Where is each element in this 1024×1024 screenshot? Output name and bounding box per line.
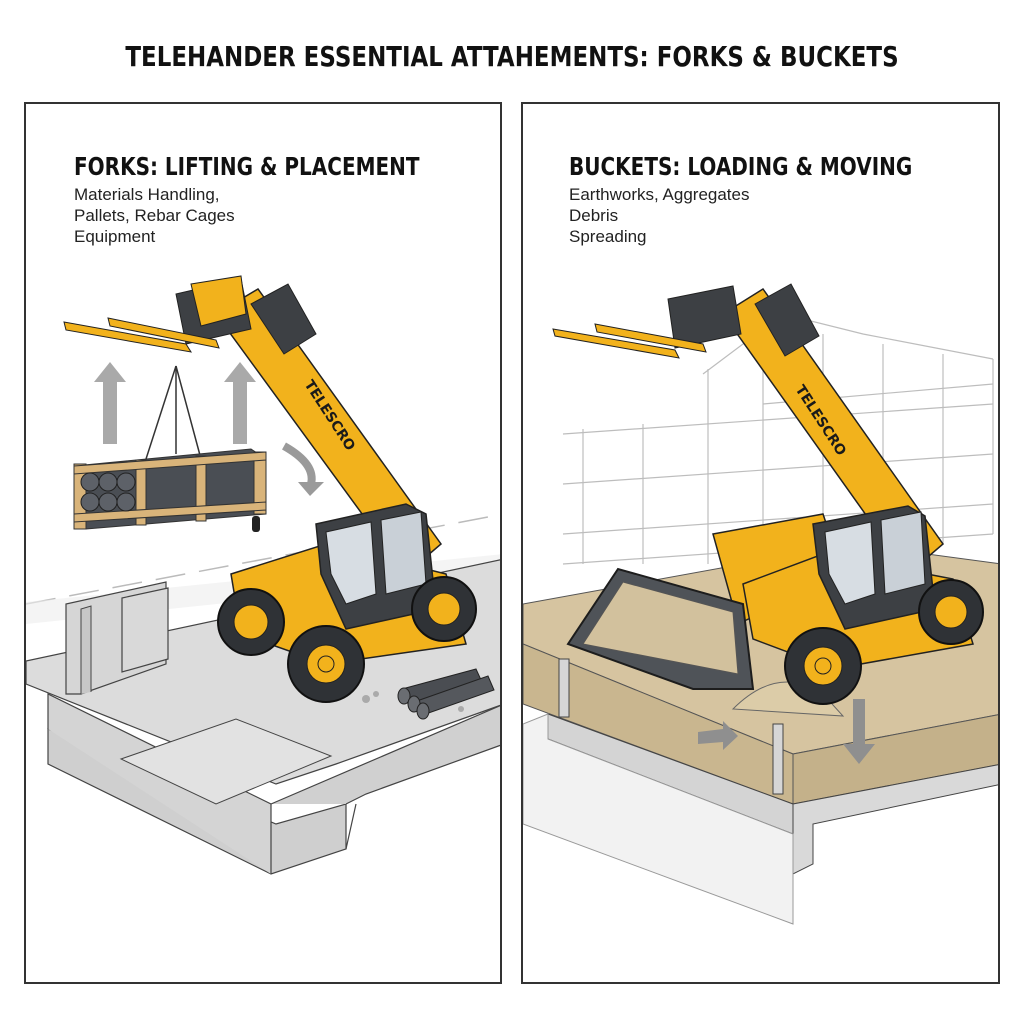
page-title: TELEHANDER ESSENTIAL ATTAHEMENTS: FORKS … <box>125 40 899 73</box>
lift-arrows <box>94 362 256 444</box>
curved-arrow <box>281 442 316 485</box>
suspended-pipe-crate <box>73 365 267 530</box>
forks-heading: FORKS: LIFTING & PLACEMENT <box>74 152 420 181</box>
buckets-use-item: Spreading <box>569 227 647 246</box>
buckets-use-item: Debris <box>569 206 619 225</box>
forks-use-item: Materials Handling, <box>74 185 220 204</box>
buckets-uses-list: Earthworks, Aggregates Debris Spreading <box>569 184 749 247</box>
forks-use-item: Pallets, Rebar Cages <box>74 206 235 225</box>
telehandler-bucket: TELESCRO <box>552 283 984 705</box>
loose-pipes <box>362 668 495 720</box>
buckets-use-item: Earthworks, Aggregates <box>569 185 750 204</box>
buckets-panel: TELESCRO BUCKETS: LOA <box>521 102 1000 984</box>
forks-uses-list: Materials Handling, Pallets, Rebar Cages… <box>74 184 235 247</box>
wheels <box>217 576 477 703</box>
buckets-heading: BUCKETS: LOADING & MOVING <box>569 152 913 181</box>
forks-use-item: Equipment <box>74 227 156 246</box>
wheels <box>784 579 984 705</box>
forks-panel: TELESCRO FORKS <box>24 102 502 984</box>
buckets-illustration: TELESCRO <box>523 283 998 925</box>
bucket-attachment <box>566 567 755 690</box>
movement-arrows <box>698 699 875 764</box>
forks-illustration: TELESCRO <box>26 275 500 875</box>
